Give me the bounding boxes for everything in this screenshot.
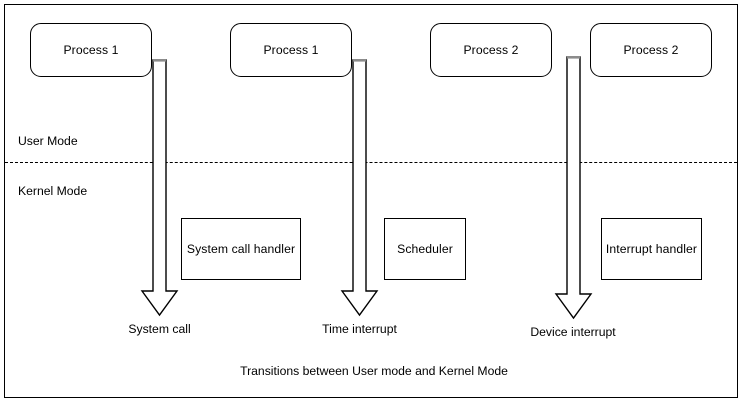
interrupt-handler-box[interactable]: Interrupt handler: [601, 218, 702, 280]
arrow-origin-cap: [353, 59, 366, 62]
kernel-mode-label: Kernel Mode: [18, 184, 88, 198]
arrow-origin-cap: [566, 56, 580, 59]
arrow-shape: [340, 59, 379, 317]
device-interrupt-label: Device interrupt: [530, 325, 616, 339]
arrow-shape: [140, 59, 179, 317]
time-interrupt-arrow: [340, 59, 379, 317]
system-call-arrow: [140, 59, 179, 317]
process-box-4[interactable]: Process 2: [590, 23, 712, 77]
user-mode-label: User Mode: [18, 134, 78, 148]
process-box-3[interactable]: Process 2: [430, 23, 552, 77]
diagram-caption: Transitions between User mode and Kernel…: [240, 364, 508, 378]
process-box-2[interactable]: Process 1: [230, 23, 352, 77]
user-kernel-divider-line: [5, 162, 737, 163]
scheduler-box[interactable]: Scheduler: [384, 218, 466, 280]
arrow-shape: [554, 56, 592, 320]
device-interrupt-arrow: [554, 56, 592, 320]
system-call-label: System call: [128, 322, 191, 336]
time-interrupt-label: Time interrupt: [322, 322, 397, 336]
process-box-1[interactable]: Process 1: [30, 23, 152, 77]
arrow-origin-cap: [153, 59, 166, 62]
system-call-handler-box[interactable]: System call handler: [181, 218, 301, 280]
